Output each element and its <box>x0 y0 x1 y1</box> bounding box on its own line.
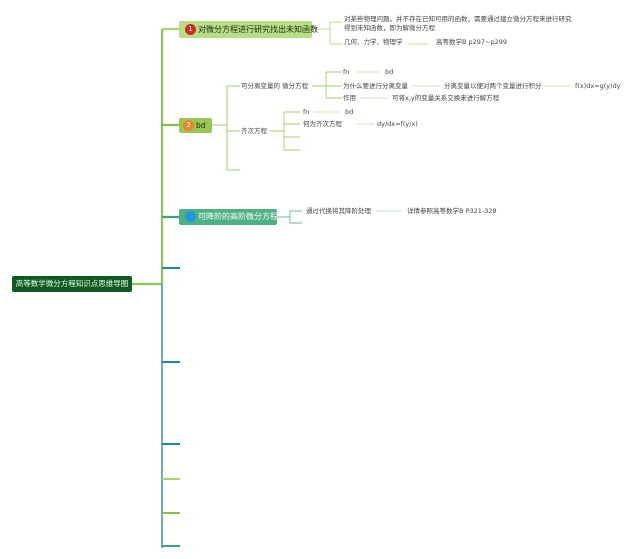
root-topic-label: 高等数学微分方程知识点思维导图 <box>15 279 129 288</box>
branch-3-topic[interactable]: 可降阶的高阶微分方程 <box>179 209 278 225</box>
branch-1-desc-line2[interactable]: 得到未知函数，即为解微分方程 <box>344 24 435 32</box>
separable-fn[interactable]: fn <box>343 68 350 76</box>
separable-bd[interactable]: bd <box>385 68 394 76</box>
blue-dot-icon <box>185 210 196 222</box>
branch-3-ref[interactable]: 详情参照高等数学B P321-328 <box>407 207 497 215</box>
separable-role-answer[interactable]: 可将x,y的变量关系交换来进行解方程 <box>392 94 500 102</box>
branch-1-label: 对微分方程进行研究找出未知函数 <box>198 25 318 34</box>
homogeneous-what[interactable]: 何为齐次方程 <box>303 120 342 128</box>
branch-3-method[interactable]: 通过代换将其降阶处理 <box>306 207 371 215</box>
branch-3-label: 可降阶的高阶微分方程 <box>198 212 278 221</box>
homogeneous-formula[interactable]: dy/dx=f(y/x) <box>377 120 418 128</box>
separable-equation-topic[interactable]: 可分离变量的 微分方程 <box>241 82 309 90</box>
branch-1-desc-line1[interactable]: 对某些物理问题，并不存在已知可用的函数，需要通过建立微分方程来进行研究 <box>344 15 572 23</box>
root-topic[interactable]: 高等数学微分方程知识点思维导图 <box>12 276 132 292</box>
separable-formula[interactable]: f(x)dx=g(y)dy <box>575 82 621 90</box>
branch-1-field[interactable]: 几何、力学、物理学 <box>344 38 403 46</box>
homogeneous-bd[interactable]: bd <box>345 108 354 116</box>
priority-2-icon: 2 <box>183 120 194 131</box>
priority-1-icon: 1 <box>185 23 196 35</box>
separable-why[interactable]: 为什么要进行分离变量 <box>343 82 408 90</box>
homogeneous-fn[interactable]: fn <box>303 108 310 116</box>
homogeneous-equation-topic[interactable]: 齐次方程 <box>241 127 267 135</box>
branch-1-ref[interactable]: 高等数学B p297~p299 <box>436 38 508 46</box>
separable-role[interactable]: 作用 <box>343 94 356 102</box>
separable-why-answer[interactable]: 分离变量以便对两个变量进行积分 <box>444 82 542 90</box>
branch-2-label: bd <box>196 121 206 130</box>
